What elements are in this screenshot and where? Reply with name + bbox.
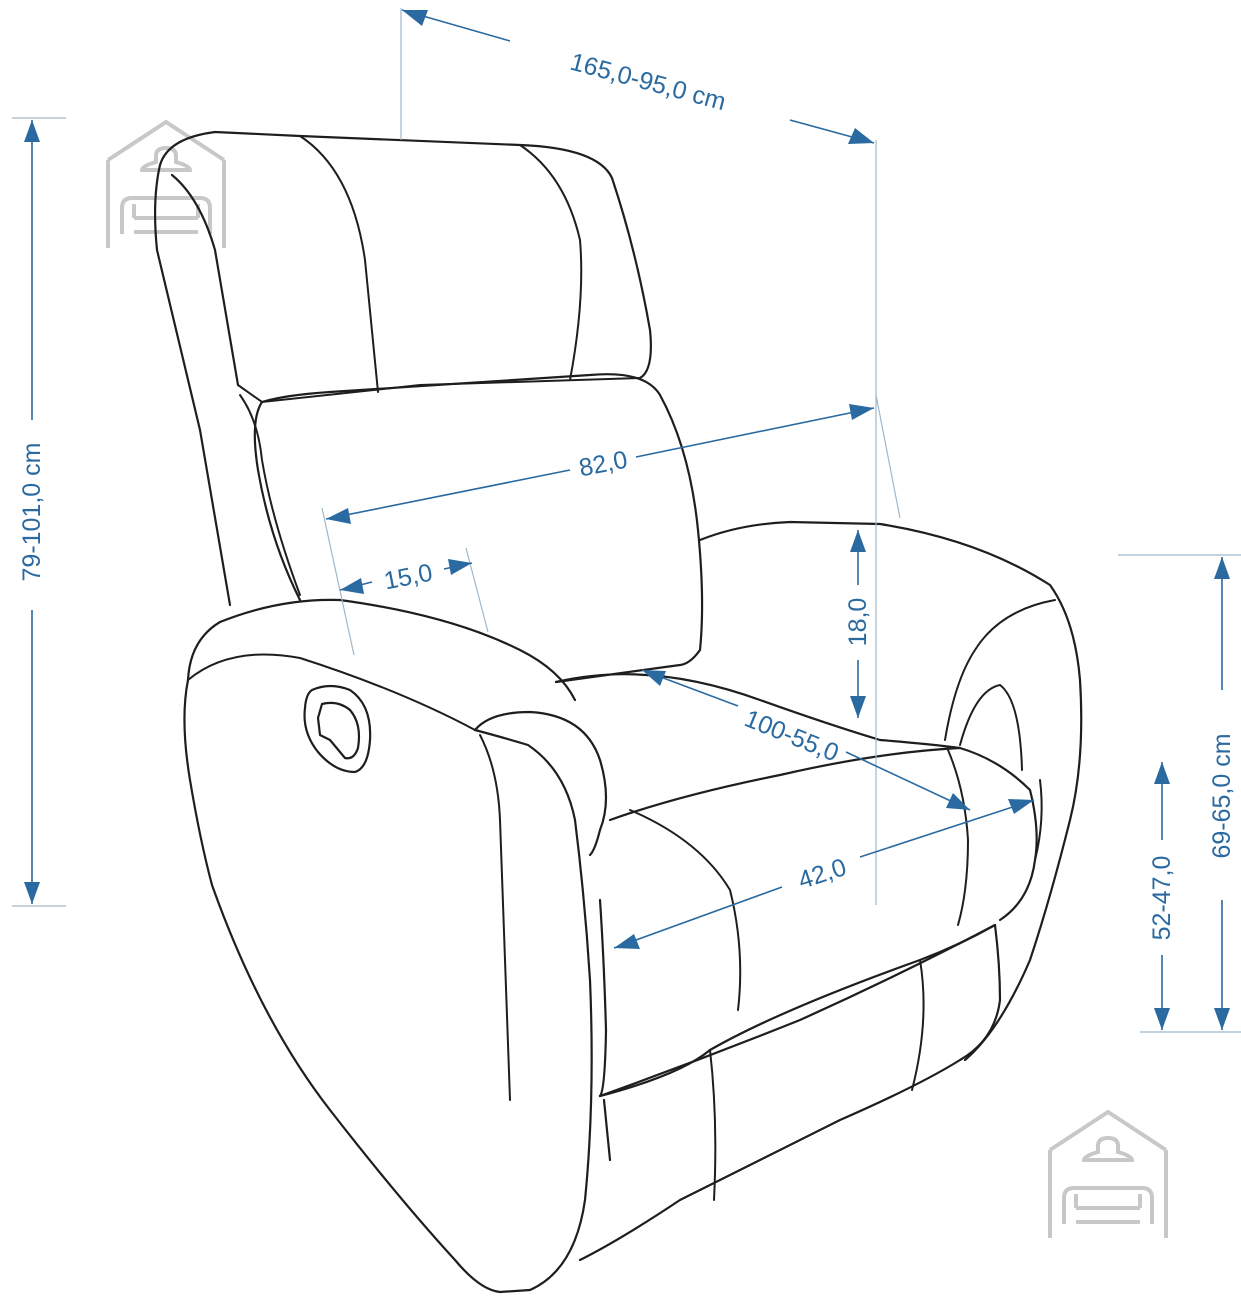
width-label: 82,0 (577, 446, 630, 483)
recliner-chair-outline (153, 130, 1083, 1294)
seat-width-label: 42,0 (795, 853, 850, 895)
dimension-seat-depth: 100-55,0 (641, 669, 971, 811)
dimension-height-total: 79-101,0 cm (18, 120, 46, 904)
dimension-backrest-cushion: 18,0 (844, 530, 872, 718)
dimension-width: 82,0 (325, 404, 875, 524)
backrest-cushion-label: 18,0 (844, 598, 872, 647)
house-sofa-logo-icon (106, 120, 226, 250)
dimension-armrest: 15,0 (339, 559, 473, 596)
dimension-seat-width: 42,0 (613, 799, 1035, 949)
seat-height-label: 52-47,0 (1148, 856, 1176, 941)
arm-height-label: 69-65,0 cm (1208, 733, 1236, 858)
dimension-depth: 165,0-95,0 cm (401, 9, 875, 144)
armrest-label: 15,0 (382, 559, 435, 596)
extension-lines (12, 8, 1241, 1033)
height-total-label: 79-101,0 cm (18, 443, 46, 582)
dimension-seat-height: 52-47,0 (1148, 762, 1176, 1030)
dimension-arm-height: 69-65,0 cm (1208, 557, 1236, 1030)
seat-depth-label: 100-55,0 (741, 704, 843, 767)
house-sofa-logo-icon (1048, 1110, 1168, 1240)
depth-label: 165,0-95,0 cm (567, 48, 729, 116)
